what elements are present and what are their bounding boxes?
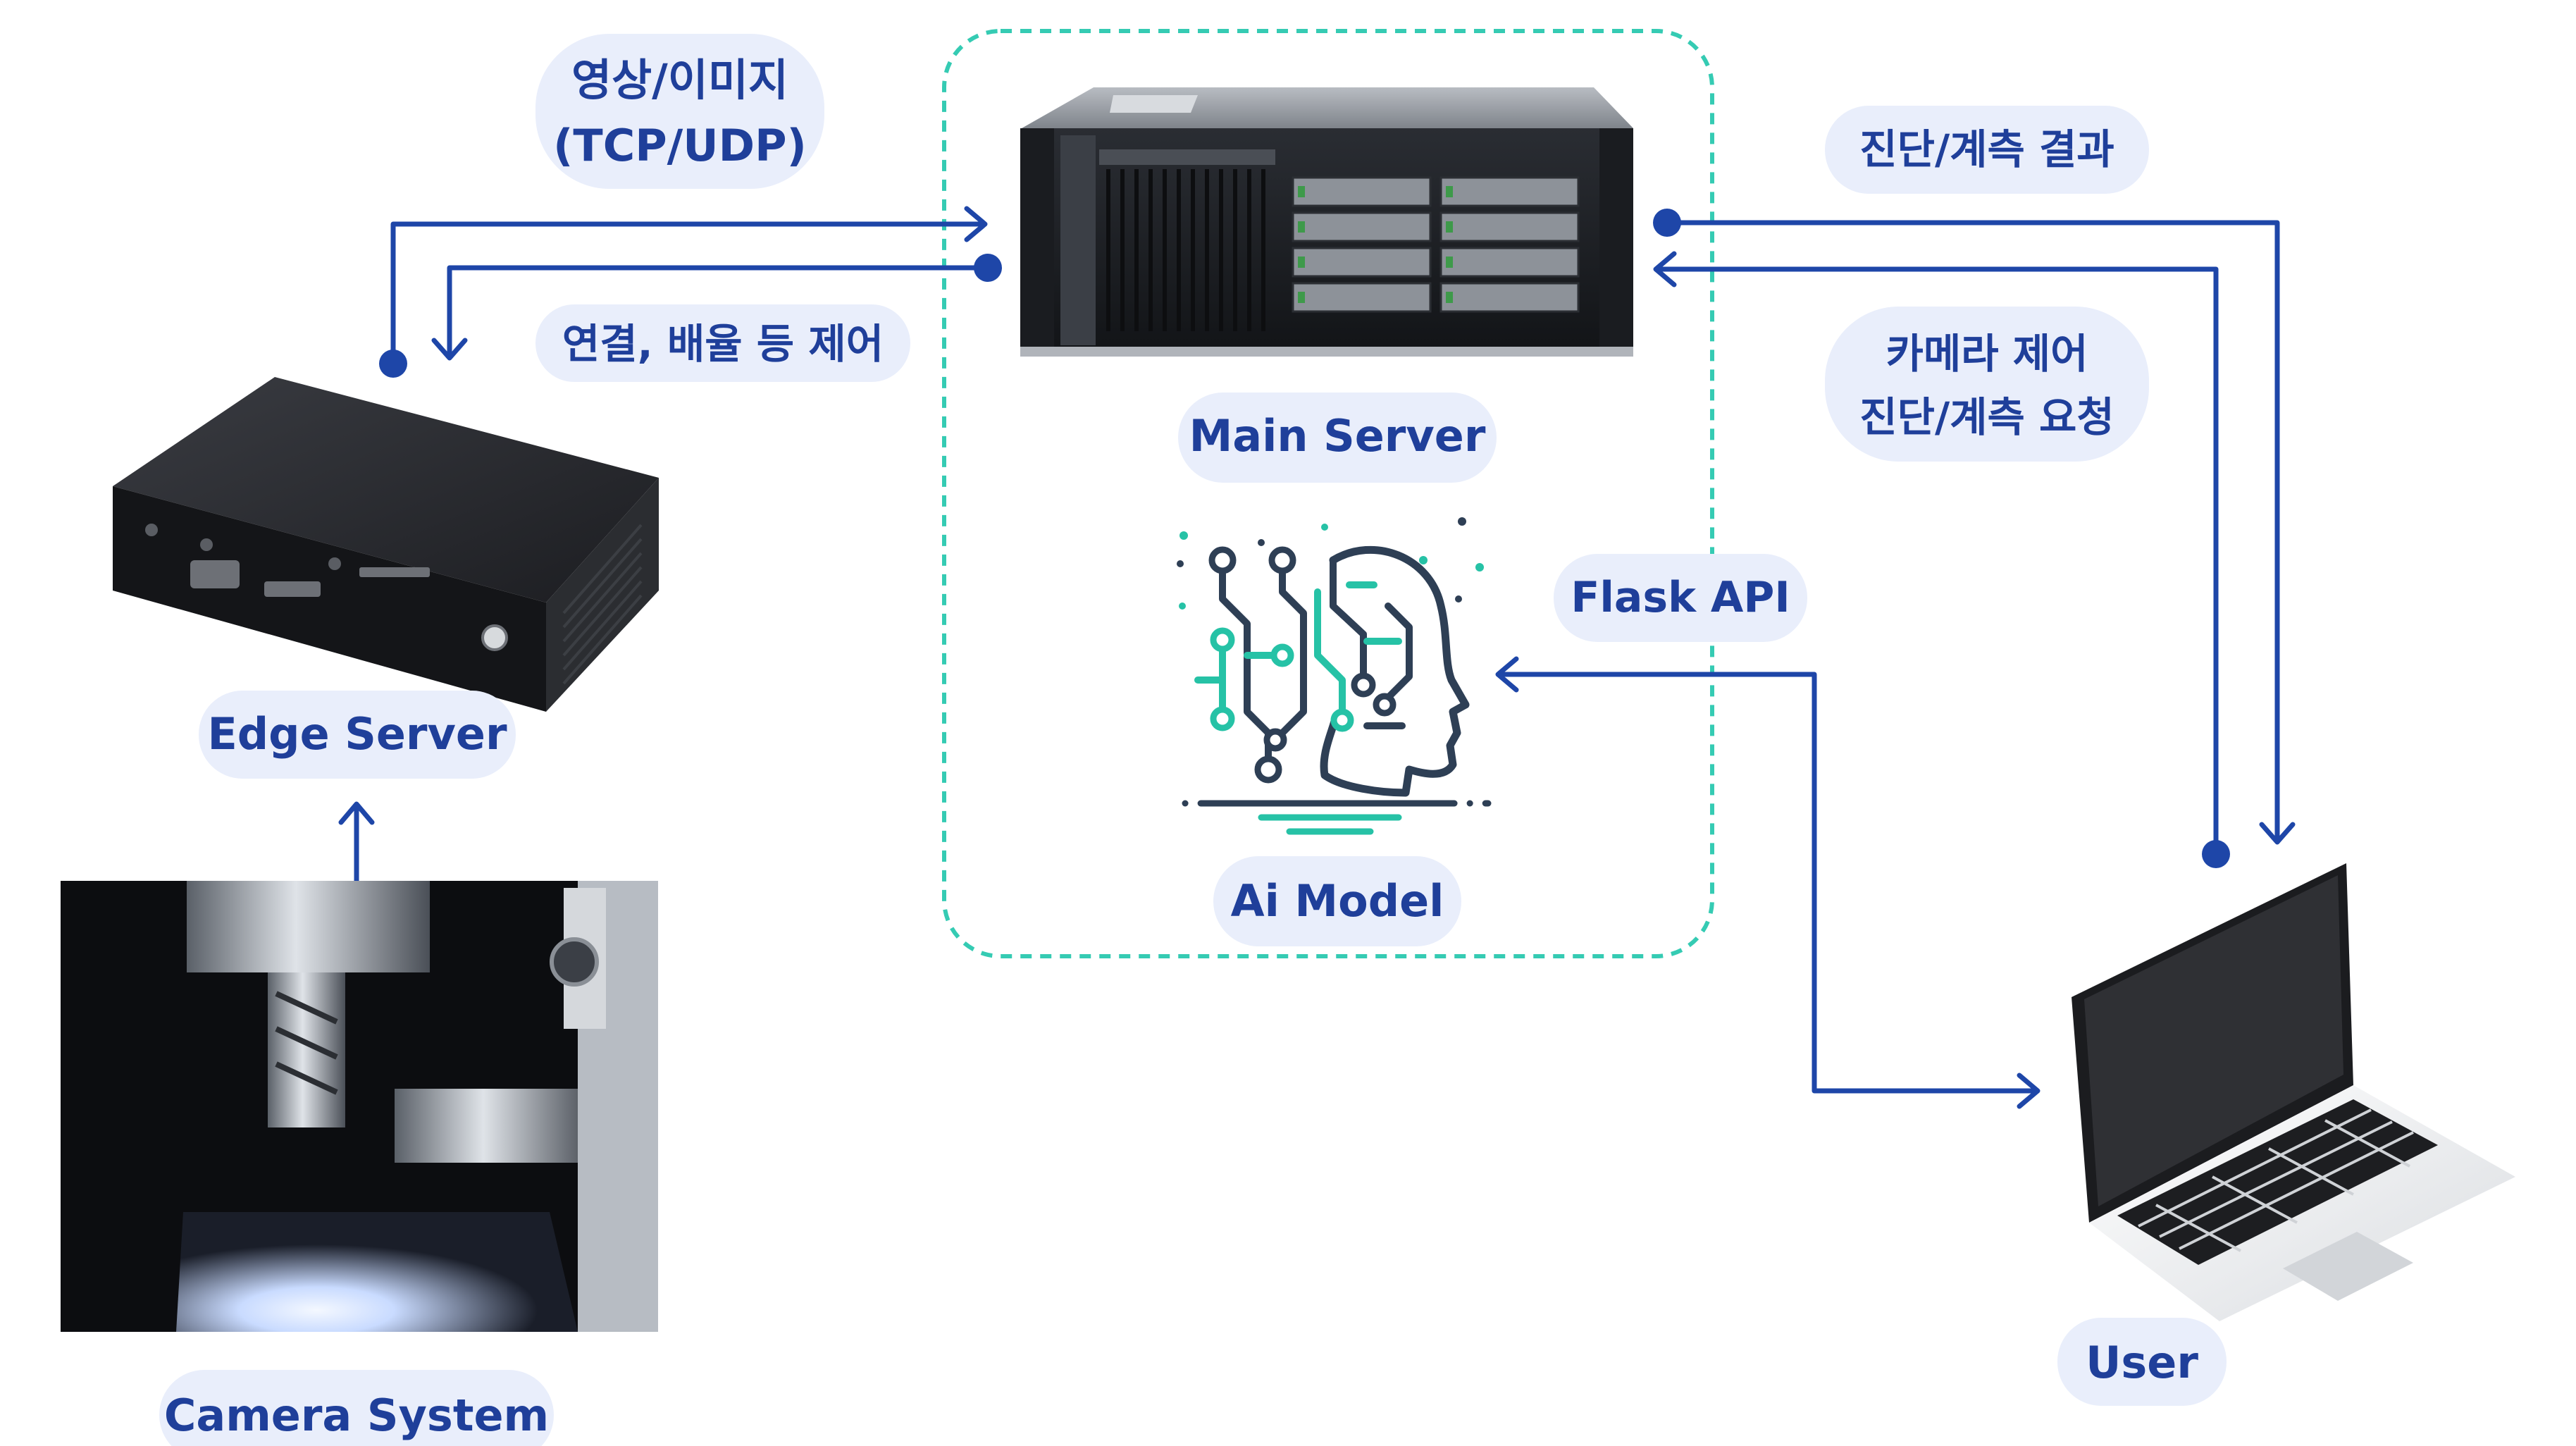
label-request-line1: 카메라 제어 bbox=[1886, 330, 2088, 378]
label-pill-camera-system: Camera System bbox=[159, 1370, 554, 1446]
endpoint-main-out-left bbox=[974, 254, 1002, 282]
label-video-line2: (TCP/UDP) bbox=[553, 120, 807, 171]
endpoint-user-out bbox=[2202, 840, 2230, 868]
label-pill-edge-server: Edge Server bbox=[199, 691, 516, 779]
label-pill-ai-model: Ai Model bbox=[1213, 856, 1461, 946]
label-flask: Flask API bbox=[1571, 573, 1790, 622]
label-request-line2: 진단/계측 요청 bbox=[1859, 393, 2114, 441]
label-camera-system: Camera System bbox=[164, 1390, 549, 1441]
power-button-icon bbox=[481, 624, 508, 651]
arrow-main-to-edge bbox=[447, 265, 988, 359]
arrow-main-to-user bbox=[1659, 220, 2280, 843]
arrow-edge-to-main bbox=[390, 221, 986, 364]
trackpad bbox=[2283, 1232, 2413, 1301]
server-group-boundary bbox=[942, 29, 1714, 958]
endpoint-edge-out bbox=[379, 350, 407, 378]
arrow-flask-api bbox=[1497, 672, 2039, 1094]
arrowhead-user-to-main bbox=[1653, 251, 1677, 288]
rack-server-icon bbox=[1020, 87, 1633, 357]
arrow-user-to-main bbox=[1654, 266, 2219, 854]
arrowhead-to-ai bbox=[1495, 656, 1519, 693]
endpoint-main-out-right bbox=[1653, 209, 1681, 237]
laptop-icon bbox=[2072, 863, 2515, 1321]
keyboard bbox=[2117, 1099, 2438, 1265]
label-pill-request: 카메라 제어 진단/계측 요청 bbox=[1825, 307, 2149, 462]
arrowhead-main-to-user bbox=[2259, 822, 2296, 845]
label-main-server: Main Server bbox=[1189, 410, 1486, 462]
label-pill-main-server: Main Server bbox=[1178, 393, 1497, 483]
camera-system-photo bbox=[61, 881, 658, 1332]
label-pill-video: 영상/이미지 (TCP/UDP) bbox=[535, 34, 824, 189]
connectors bbox=[338, 206, 2296, 1109]
mini-pc-icon bbox=[113, 377, 659, 712]
connector-endpoints bbox=[379, 209, 2230, 868]
label-result: 진단/계측 결과 bbox=[1859, 125, 2114, 173]
label-video-line1: 영상/이미지 bbox=[571, 54, 788, 106]
arrowhead-to-user bbox=[2017, 1073, 2041, 1109]
arrowhead-edge-to-main bbox=[964, 206, 988, 242]
label-pill-flask: Flask API bbox=[1554, 554, 1807, 642]
ai-brain-icon bbox=[1177, 517, 1492, 835]
label-ai-model: Ai Model bbox=[1231, 875, 1444, 927]
label-pill-result: 진단/계측 결과 bbox=[1825, 106, 2149, 194]
drive-bays bbox=[1292, 176, 1580, 313]
label-edge-server: Edge Server bbox=[207, 708, 507, 760]
label-control: 연결, 배율 등 제어 bbox=[562, 320, 884, 368]
arrowhead-main-to-edge bbox=[431, 338, 468, 361]
arrowhead-camera-to-edge bbox=[338, 801, 375, 825]
label-pill-control: 연결, 배율 등 제어 bbox=[535, 304, 910, 382]
label-pill-user: User bbox=[2057, 1318, 2227, 1406]
label-user: User bbox=[2086, 1337, 2198, 1388]
